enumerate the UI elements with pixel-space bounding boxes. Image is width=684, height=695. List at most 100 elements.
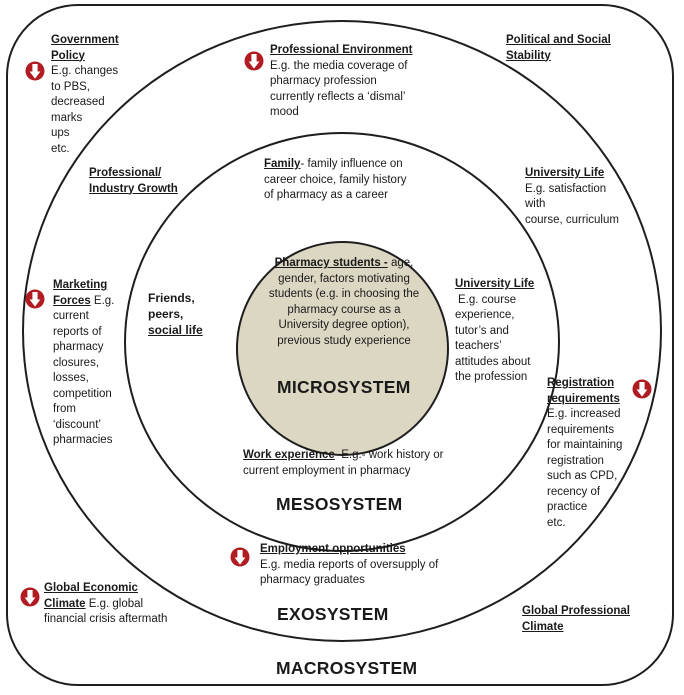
global-economic-block: Global Economic Climate E.g. global fina… — [44, 581, 204, 628]
registration-line: requirements — [547, 423, 615, 436]
down-arrow-icon — [20, 587, 40, 607]
uni-life-meso-heading: University Life — [455, 278, 535, 290]
political-stability-block: Political and Social Stability — [506, 33, 636, 64]
exosystem-ring — [22, 20, 662, 642]
family-text: - family influence on — [300, 158, 403, 170]
center-text: age, — [387, 257, 414, 269]
marketing-line: current — [53, 310, 89, 322]
employment-block: Employment opportunities E.g. media repo… — [260, 542, 480, 589]
gov-line: etc. — [51, 142, 70, 155]
professional-environment-block: Professional Environment E.g. the media … — [270, 43, 460, 121]
marketing-line: from — [53, 403, 76, 415]
marketing-heading: Marketing — [53, 279, 108, 291]
prof-env-line: pharmacy profession — [270, 75, 377, 87]
down-arrow-icon — [25, 61, 45, 81]
work-text: E.g.- work history or — [334, 449, 444, 461]
macrosystem-boundary — [6, 4, 674, 686]
registration-line: such as CPD, — [547, 470, 618, 482]
uni-life-exo-heading: University Life — [525, 167, 605, 179]
microsystem-circle — [236, 241, 449, 456]
marketing-heading: Forces — [53, 294, 91, 307]
uni-life-meso-block: University Life E.g. course experience, … — [455, 277, 550, 386]
friends-line: social life — [148, 323, 203, 337]
marketing-line: closures, — [53, 356, 100, 369]
gov-heading: Policy — [51, 49, 85, 62]
mesosystem-ring — [124, 132, 560, 552]
prof-growth-line: Professional/ — [89, 167, 162, 179]
mesosystem-label: MESOSYSTEM — [276, 494, 403, 514]
registration-heading: Registration — [547, 377, 615, 389]
registration-line: for maintaining — [547, 439, 623, 451]
down-arrow-icon — [230, 547, 250, 567]
global-prof-line: Global Professional — [522, 605, 630, 617]
uni-life-exo-block: University Life E.g. satisfaction with c… — [525, 166, 635, 228]
marketing-forces-block: Marketing Forces E.g. current reports of… — [53, 278, 125, 449]
uni-life-meso-line: tutor’s and — [455, 324, 509, 337]
gov-line: decreased — [51, 96, 105, 108]
professional-growth-block: Professional/ Industry Growth — [89, 166, 199, 197]
global-prof-line: Climate — [522, 620, 564, 633]
gov-line: E.g. changes — [51, 65, 119, 77]
registration-line: etc. — [547, 516, 566, 529]
uni-life-exo-line: course, curriculum — [525, 213, 619, 226]
marketing-line: pharmacies — [53, 434, 113, 446]
down-arrow-icon — [25, 289, 45, 309]
friends-line: peers, — [148, 307, 184, 321]
registration-heading: requirements — [547, 392, 620, 405]
work-text: current employment in pharmacy — [243, 464, 411, 477]
professional-environment-heading: Professional Environment — [270, 44, 413, 56]
government-policy-block: Government Policy E.g. changes to PBS, d… — [51, 33, 131, 157]
marketing-line: reports of — [53, 325, 102, 338]
global-econ-heading: Climate — [44, 597, 86, 610]
uni-life-meso-line: experience, — [455, 309, 515, 321]
down-arrow-icon — [632, 379, 652, 399]
prof-growth-line: Industry Growth — [89, 182, 178, 195]
gov-line: to PBS, — [51, 80, 90, 93]
uni-life-meso-line: the profession — [455, 371, 528, 383]
marketing-line: losses, — [53, 372, 89, 384]
family-text: career choice, family history — [264, 173, 407, 186]
marketing-line: pharmacy — [53, 341, 104, 353]
marketing-line: ‘discount’ — [53, 418, 101, 431]
employment-heading: Employment opportunities — [260, 543, 406, 555]
political-line: Political and Social — [506, 34, 611, 46]
prof-env-line: E.g. the media coverage of — [270, 59, 408, 72]
prof-env-line: mood — [270, 106, 299, 118]
registration-block: Registration requirements E.g. increased… — [547, 376, 637, 531]
friends-block: Friends, peers, social life — [148, 290, 218, 338]
registration-line: practice — [547, 501, 588, 513]
work-experience-heading: Work experience — [243, 449, 335, 461]
pharmacy-students-heading: Pharmacy students - — [274, 257, 388, 269]
employment-line: pharmacy graduates — [260, 574, 365, 586]
gov-line: ups — [51, 127, 70, 139]
global-professional-block: Global Professional Climate — [522, 604, 652, 635]
center-text: students (e.g. in choosing the — [268, 288, 420, 300]
microsystem-label: MICROSYSTEM — [277, 377, 411, 397]
center-text: previous study experience — [277, 334, 411, 347]
political-line: Stability — [506, 49, 551, 62]
macrosystem-label: MACROSYSTEM — [276, 658, 418, 678]
registration-line: recency of — [547, 485, 601, 498]
marketing-text: E.g. — [90, 294, 115, 307]
global-econ-text: E.g. global — [85, 597, 144, 610]
family-block: Family- family influence on career choic… — [264, 157, 464, 204]
registration-line: E.g. increased — [547, 408, 621, 420]
friends-line: Friends, — [148, 291, 195, 305]
gov-line: marks — [51, 111, 83, 124]
uni-life-exo-line: with — [525, 198, 546, 210]
gov-heading: Government — [51, 34, 119, 46]
center-text: University degree option), — [278, 319, 410, 331]
employment-line: E.g. media reports of oversupply of — [260, 558, 439, 571]
family-heading: Family — [264, 158, 301, 170]
center-text: pharmacy course as a — [287, 303, 401, 316]
uni-life-meso-line: teachers’ — [455, 340, 502, 352]
global-econ-text: financial crisis aftermath — [44, 613, 168, 625]
down-arrow-icon — [244, 51, 264, 71]
uni-life-meso-line: E.g. course — [458, 293, 517, 306]
work-experience-block: Work experience E.g.- work history or cu… — [243, 448, 463, 479]
exosystem-label: EXOSYSTEM — [277, 604, 389, 624]
center-text: gender, factors motivating — [278, 272, 410, 285]
pharmacy-students-block: Pharmacy students - age, gender, factors… — [256, 256, 432, 349]
registration-line: registration — [547, 454, 604, 467]
